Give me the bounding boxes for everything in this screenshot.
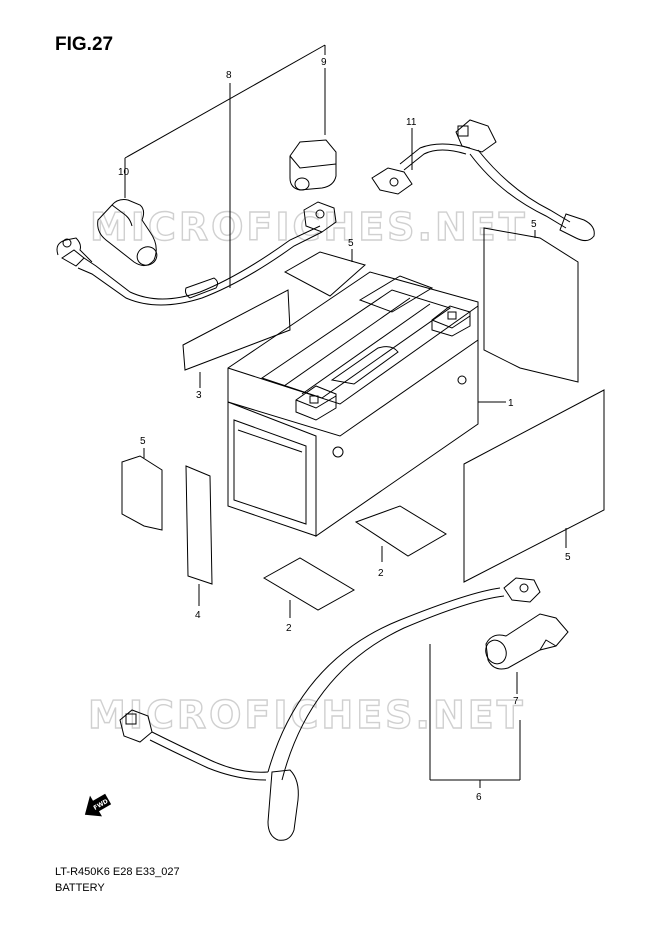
pad-2-left	[262, 557, 356, 618]
callout-9: 9	[321, 57, 327, 68]
forward-arrow-icon: FWD	[84, 793, 112, 817]
diagram-code: LT-R450K6 E28 E33_027	[55, 866, 180, 878]
battery-1	[227, 271, 506, 537]
watermark-bottom: MICROFICHES.NET	[88, 693, 526, 737]
callout-5-right-upper: 5	[531, 219, 537, 230]
pad-5-right-lower	[463, 389, 605, 583]
callout-2-left: 2	[286, 623, 292, 634]
strip-4	[185, 465, 213, 606]
callout-10: 10	[118, 167, 130, 178]
terminal-cap-9	[289, 139, 337, 191]
battery-cable-8	[56, 201, 337, 306]
diagram-name: BATTERY	[55, 882, 105, 894]
callout-8: 8	[226, 70, 232, 81]
pad-2-right	[354, 505, 447, 562]
callout-3: 3	[196, 390, 202, 401]
callout-7: 7	[513, 696, 519, 707]
figure-title: FIG.27	[55, 34, 114, 55]
callout-5-top: 5	[348, 238, 354, 249]
callout-5-left: 5	[140, 436, 146, 447]
pad-5-top	[283, 249, 367, 297]
pad-5-right-upper	[483, 227, 579, 383]
pad-5-left	[121, 448, 163, 531]
callout-5-right-lower: 5	[565, 552, 571, 563]
callout-1: 1	[508, 398, 514, 409]
callout-2-right: 2	[378, 568, 384, 579]
negative-cable-11	[371, 119, 595, 242]
callout-bracket-8-9-10	[124, 44, 326, 288]
terminal-boot-7	[485, 613, 569, 694]
negative-cable-6	[119, 577, 541, 841]
terminal-cover-10	[97, 199, 158, 266]
strip-3	[182, 289, 291, 388]
callout-4: 4	[195, 610, 201, 621]
callout-6: 6	[476, 792, 482, 803]
callout-11: 11	[406, 117, 417, 128]
